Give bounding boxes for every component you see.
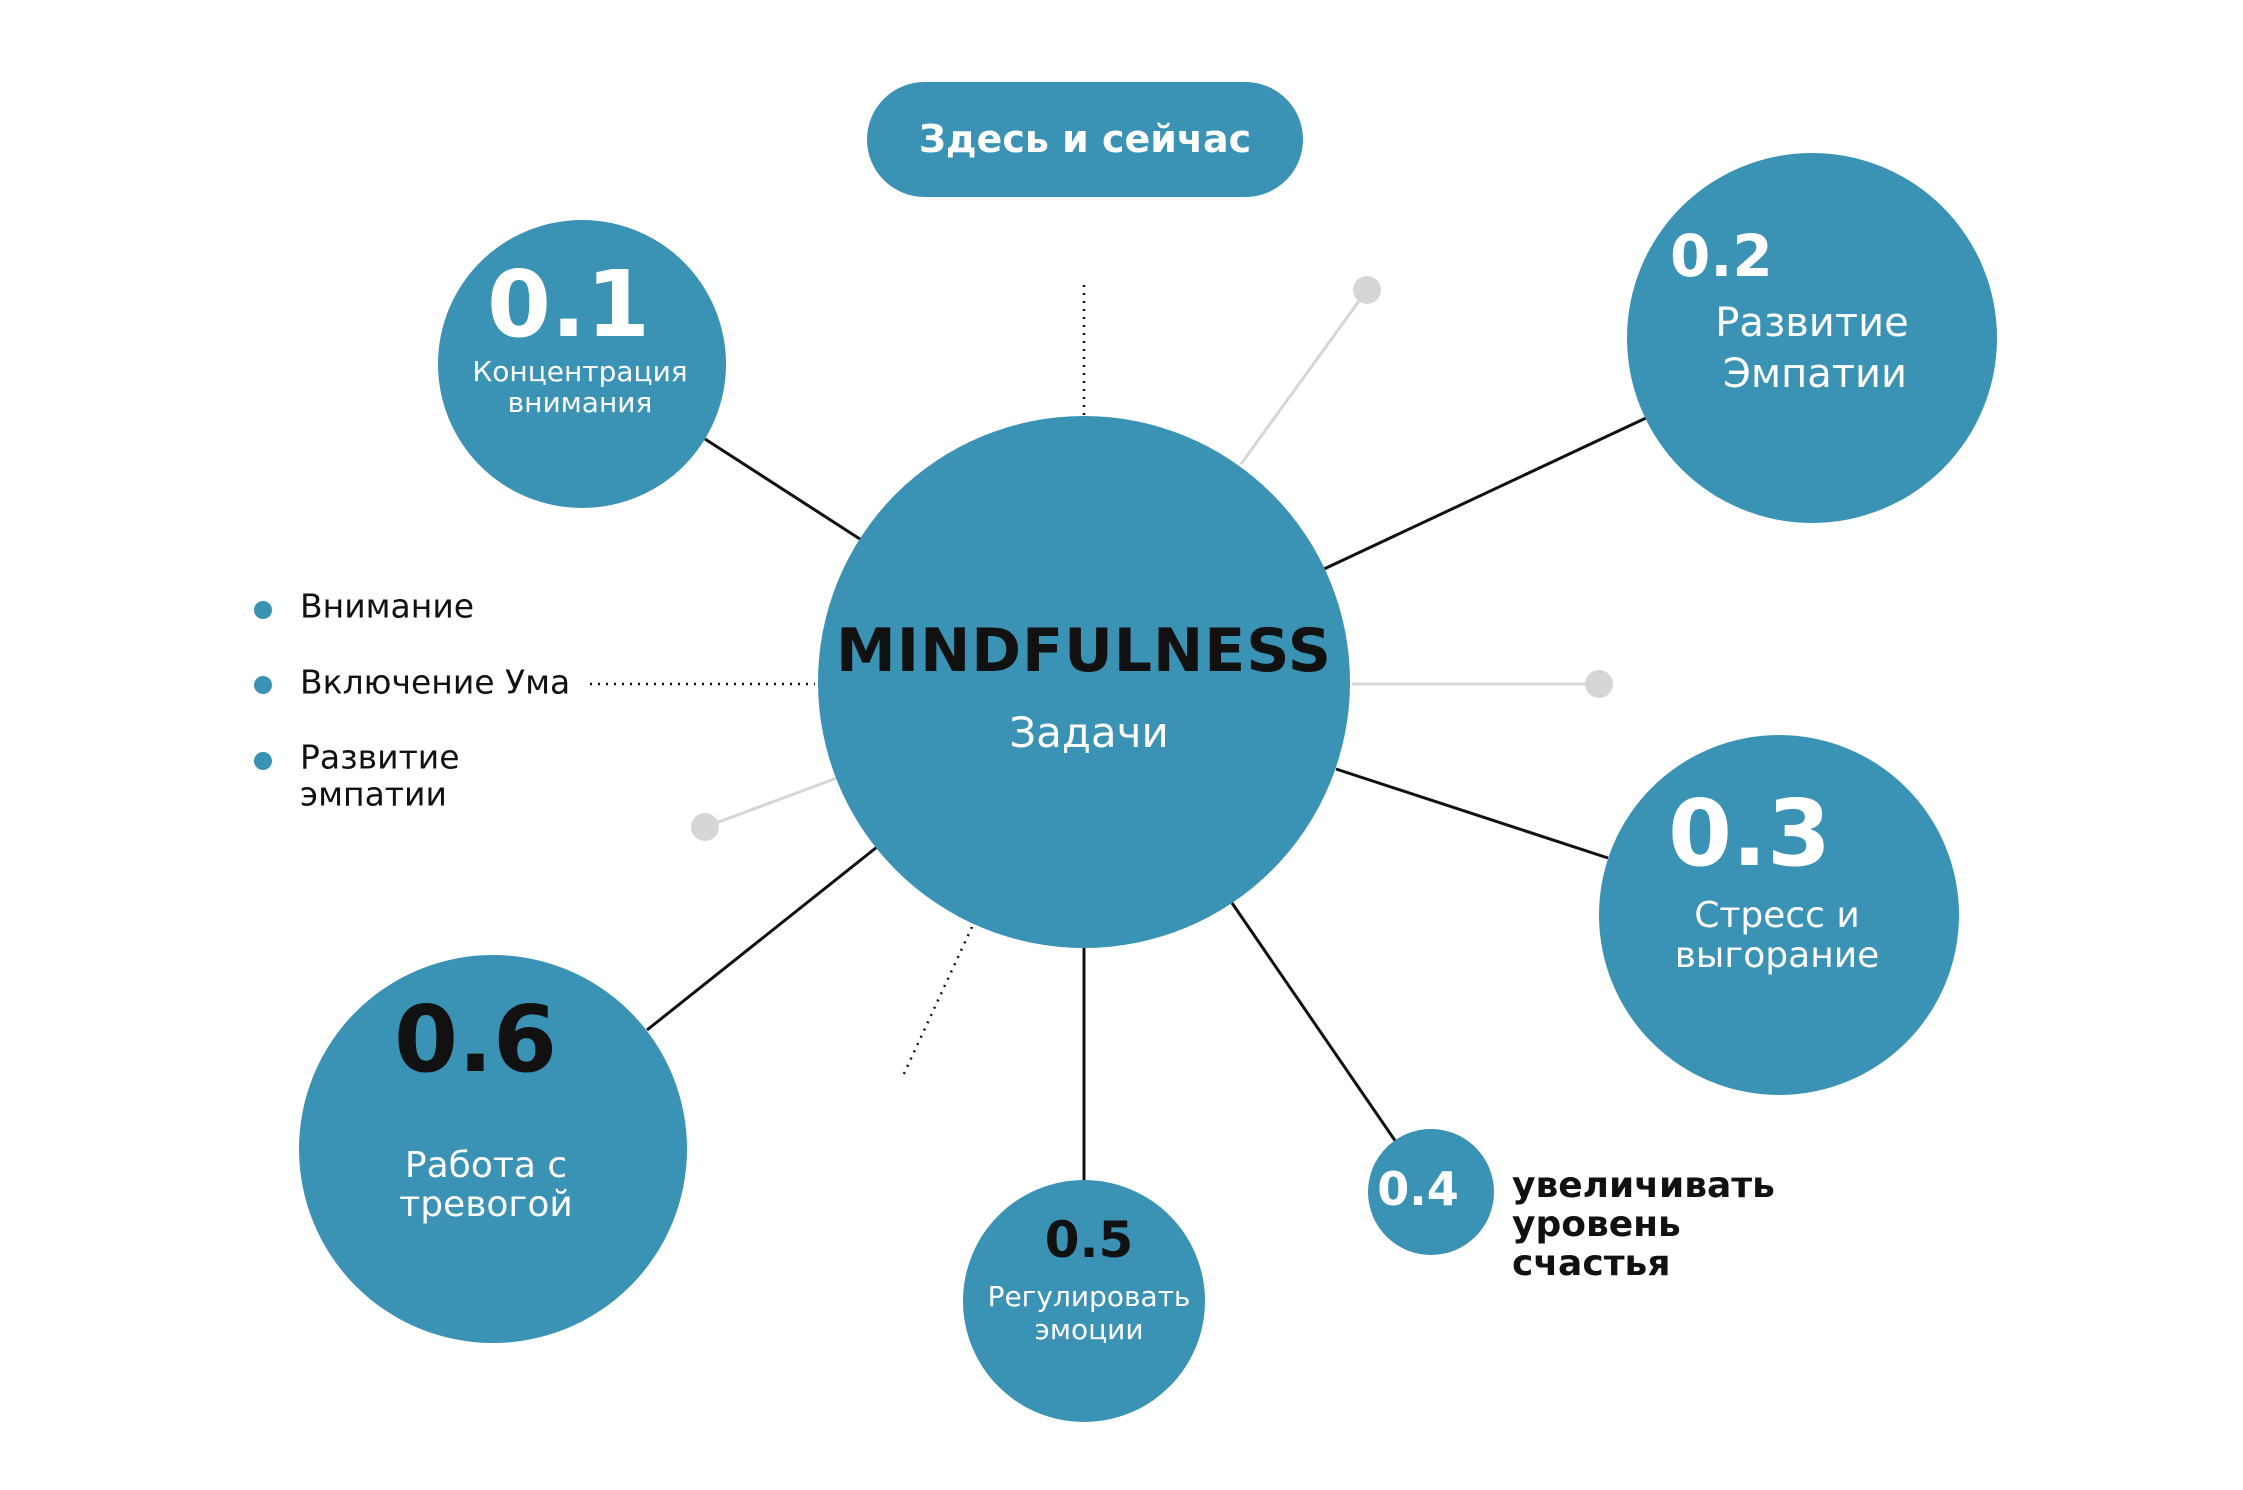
node-0-4-number: 0.4 [1377, 1162, 1459, 1216]
node-0-3-number: 0.3 [1668, 780, 1831, 887]
node-0-6-circle [299, 955, 687, 1343]
node-0-4-label-line: счастья [1512, 1243, 1671, 1284]
bullet-item: Внимание [300, 586, 475, 626]
node-0-6-label-line: тревогой [399, 1184, 573, 1225]
node-0-2-number: 0.2 [1670, 222, 1773, 290]
bullet-item: Развитие [300, 737, 460, 777]
node-0-5-circle [963, 1180, 1205, 1422]
connector-0-4 [1230, 902, 1398, 1143]
node-0-6-label-line: Работа с [404, 1145, 568, 1186]
node-0-6-number: 0.6 [394, 986, 557, 1093]
decor-dot [1353, 276, 1381, 304]
node-0-1-label-line: Концентрация [472, 355, 688, 388]
node-0-5-number: 0.5 [1044, 1211, 1134, 1269]
dotted-bottom [900, 926, 974, 1079]
node-0-1-label-line: внимания [507, 386, 653, 419]
node-0-4-circle [1368, 1129, 1494, 1255]
center-title: MINDFULNESS [836, 616, 1332, 686]
pill-label: Здесь и сейчас [918, 117, 1252, 161]
node-0-5-label-line: Регулировать [987, 1280, 1191, 1313]
node-0-1-number: 0.1 [487, 251, 650, 358]
connector-0-1 [704, 437, 864, 543]
node-0-4-label-line: уровень [1512, 1204, 1681, 1245]
decor-dot [1585, 670, 1613, 698]
node-0-4-label-line: увеличивать [1512, 1165, 1775, 1206]
bullet-item: эмпатии [300, 774, 447, 814]
node-0-2-circle [1627, 153, 1997, 523]
bullet-dot [254, 752, 272, 770]
decor-line-top [1239, 289, 1369, 465]
node-0-1-circle [438, 220, 726, 508]
connector-0-3 [1335, 767, 1609, 860]
decor-dot [691, 813, 719, 841]
bullet-dot [254, 676, 272, 694]
here-and-now-pill [867, 82, 1303, 197]
node-0-2-label-line: Эмпатии [1722, 351, 1908, 397]
center-subtitle: Задачи [1009, 708, 1169, 757]
node-0-2-label-line: Развитие [1715, 300, 1909, 346]
node-0-5-label-line: эмоции [1034, 1313, 1144, 1346]
node-0-3-label-line: Стресс и [1694, 895, 1860, 936]
decor-line-left [704, 776, 838, 829]
node-0-3-label-line: выгорание [1674, 935, 1880, 976]
center-circle [818, 416, 1350, 948]
connector-0-6 [646, 845, 878, 1032]
node-0-3-circle [1599, 735, 1959, 1095]
bullet-item: Включение Ума [300, 662, 571, 702]
bullet-dot [254, 601, 272, 619]
connector-0-2 [1323, 416, 1647, 571]
